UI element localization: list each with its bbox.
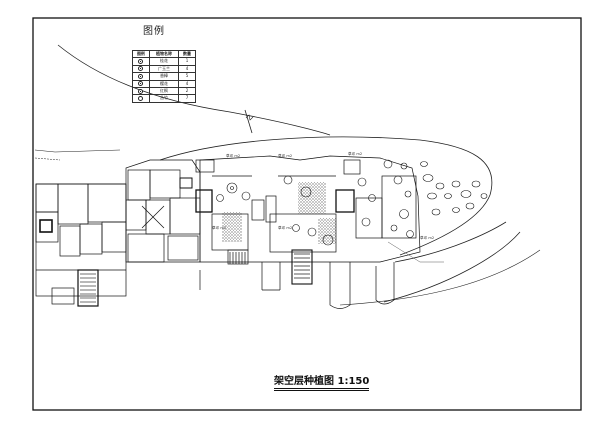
legend-row-name: 广玉兰 [148, 64, 180, 74]
tree-symbol-icon [138, 66, 144, 72]
plan-label: 草坪 m2 [212, 226, 227, 230]
legend-row-name: 樱花 [148, 79, 180, 88]
legend-row: 广玉兰 4 [132, 64, 196, 74]
legend-row-qty: 4 [178, 79, 196, 88]
tree-symbol-icon [138, 81, 144, 87]
tree-symbol-icon [138, 58, 144, 64]
plan-label: 草坪 m2 [278, 226, 293, 230]
building-middle-left [125, 159, 201, 263]
legend-row-qty: 7 [178, 94, 196, 103]
legend-row: 香樟 5 [132, 72, 196, 81]
legend-row-name: 桂花 [148, 57, 180, 66]
plan-label: 草坪 m2 [348, 152, 363, 156]
drawing-frame [32, 17, 582, 411]
legend-row-name: 香樟 [148, 72, 180, 81]
tree-symbols [216, 159, 414, 246]
garden-boundary [159, 136, 493, 256]
legend-header-name: 植物名称 [148, 49, 180, 59]
legend-row-qty: 4 [178, 64, 196, 74]
legend-header-symbol: 图例 [132, 49, 150, 59]
legend-row: 桂花 1 [132, 57, 196, 66]
plan-label: 草坪 m2 [226, 154, 241, 158]
tree-symbol-icon [138, 73, 144, 79]
road-break-line [244, 109, 253, 134]
legend-table: 图例 植物名称 数量 桂花 1 广玉兰 4 香樟 5 樱花 4 红枫 2 [132, 49, 196, 103]
road-curve-upper [57, 44, 331, 136]
legend-row-name: 红枫 [148, 86, 180, 96]
plan-label: 草坪 m2 [278, 154, 293, 158]
plan-label: 草坪 m2 [420, 236, 435, 240]
legend-row-qty: 2 [178, 86, 196, 96]
legend-row: 红枫 2 [132, 86, 196, 96]
road-curve-lower-1 [394, 221, 507, 263]
legend-row-qty: 5 [178, 72, 196, 81]
drawing-title: 架空层种植图 1:150 [274, 372, 370, 391]
legend-row: 丛竹 7 [132, 94, 196, 103]
bamboo-symbol-icon [138, 95, 144, 101]
planting-beds [222, 182, 336, 244]
legend-header-qty: 数量 [178, 49, 196, 59]
stepping-stones [420, 161, 488, 216]
legend-row-name: 丛竹 [148, 94, 180, 103]
legend-header-row: 图例 植物名称 数量 [132, 49, 196, 59]
legend-row: 樱花 4 [132, 79, 196, 88]
building-left [35, 183, 127, 307]
legend-title: 图例 [143, 26, 165, 37]
tree-symbol-icon [138, 88, 144, 94]
legend-row-qty: 1 [178, 57, 196, 66]
road-curve-lower-2 [383, 231, 521, 303]
